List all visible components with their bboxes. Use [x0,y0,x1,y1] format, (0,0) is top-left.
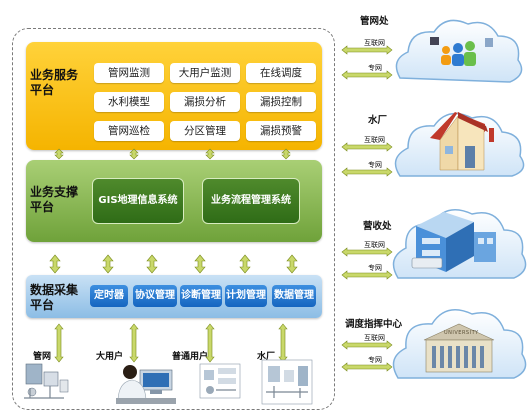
internet-link-label: 互联网 [364,39,385,47]
remote-site-name: 水厂 [368,115,388,126]
field-site-water-plant: 水厂 [257,352,276,362]
internet-link-label: 互联网 [364,241,385,249]
university-sign: UNIVERSITY [444,330,479,336]
remote-site-name: 管网处 [360,16,389,27]
pipe-network-device-icon [24,363,69,399]
internet-link-label: 互联网 [364,334,385,342]
dedicated-link-label: 专网 [368,264,382,272]
regular-user-device-icon [199,363,241,399]
remote-site-name: 调度指挥中心 [345,319,403,330]
water-plant-device-icon [261,359,313,405]
business-service-label: 业务服务平台 [30,68,79,97]
office-building-icon [411,212,496,272]
service-zone-management: 分区管理 [170,121,240,141]
house-icon [430,112,494,171]
data-collection-label: 数据采集平台 [30,283,79,312]
service-hydraulic-model: 水利模型 [94,92,164,112]
dedicated-link-label: 专网 [368,161,382,169]
service-leak-warning: 漏损预警 [246,121,316,141]
cloud-dispatch-center [392,309,527,379]
remote-site-name: 营收处 [363,221,392,232]
arrows-services-support [54,148,291,160]
module-timer: 定时器 [90,285,128,307]
module-diagnostics: 诊断管理 [180,285,222,307]
device-icon [485,38,493,47]
module-data: 数据管理 [272,285,316,307]
dedicated-link-label: 专网 [368,356,382,364]
gis-system: GIS地理信息系统 [92,178,184,224]
service-leak-analysis: 漏损分析 [170,92,240,112]
screen-icon [430,37,439,45]
service-leak-control: 漏损控制 [246,92,316,112]
business-support-label: 业务支撑平台 [30,185,79,214]
cloud-pipe-office [395,19,523,83]
service-online-dispatch: 在线调度 [246,63,316,83]
module-protocol: 协议管理 [133,285,177,307]
service-pipe-inspection: 管网巡检 [94,121,164,141]
field-site-pipe-network: 管网 [33,352,52,362]
workflow-system: 业务流程管理系统 [202,178,300,224]
service-pipe-monitoring: 管网监测 [94,63,164,83]
arrows-remote-links [341,45,393,372]
arrows-collection-field [54,323,288,363]
cloud-revenue-office [392,209,527,279]
people-icon [441,41,476,66]
internet-link-label: 互联网 [364,136,385,144]
system-frame [12,28,335,410]
dedicated-link-label: 专网 [368,64,382,72]
major-user-operator-icon [116,365,176,404]
module-plan: 计划管理 [225,285,267,307]
dispatch-building-icon [423,323,495,373]
cloud-water-plant [394,112,525,177]
arrows-support-collection [49,254,298,274]
field-site-regular-user: 普通用户 [172,352,209,362]
field-site-major-user: 大用户 [96,352,124,362]
service-major-user-monitoring: 大用户监测 [170,63,240,83]
